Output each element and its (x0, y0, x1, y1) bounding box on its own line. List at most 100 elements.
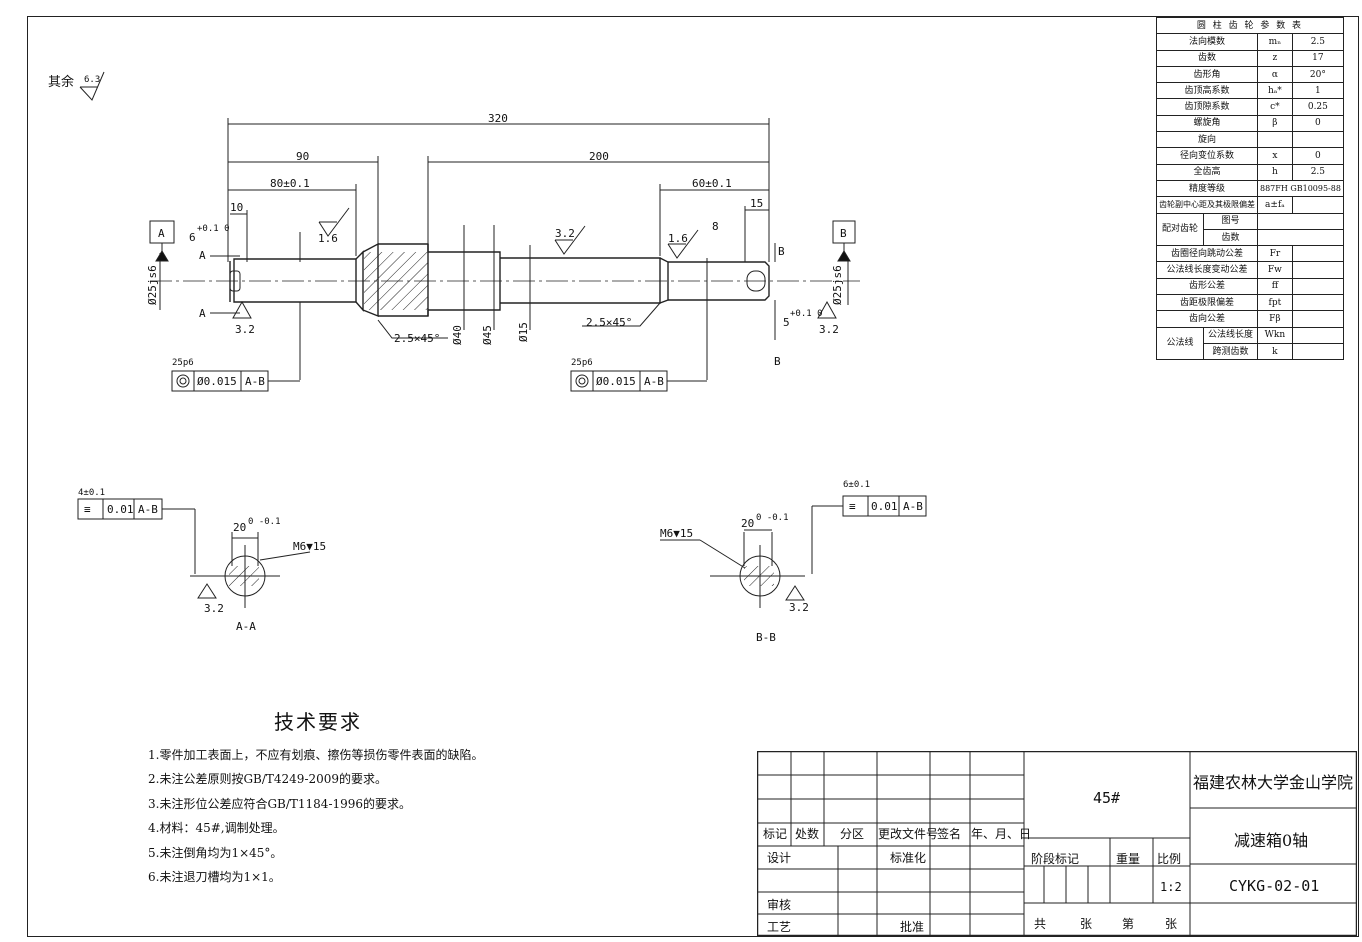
section-mark-b2: B (774, 355, 781, 368)
table-row: 旋向 (1156, 131, 1344, 149)
section-aa-tol: 0 -0.1 (248, 517, 281, 527)
rough-32l: 3.2 (235, 323, 255, 336)
header-count: 处数 (795, 827, 820, 841)
section-aa-thread: M6▼15 (293, 540, 326, 553)
section-b-b (660, 495, 927, 608)
drawing-frame (27, 16, 1359, 937)
dim-dia-left: Ø25js6 (146, 265, 159, 305)
dim-d45: Ø45 (481, 325, 494, 345)
table-row: 配对齿轮图号 (1156, 212, 1344, 247)
datum-a-label: A (158, 227, 165, 240)
section-bb-thread: M6▼15 (660, 527, 693, 540)
dim-key-depth-right-tol: +0.1 0 (790, 309, 823, 319)
section-a-a (77, 498, 311, 608)
design-label: 设计 (767, 851, 792, 865)
dim-key-left: 10 (230, 201, 243, 214)
frame-1-pre: 25p6 (172, 358, 194, 368)
roughness-note-value: 6.3 (84, 75, 100, 85)
dim-left-seg: 90 (296, 150, 309, 163)
frame-4-value: 0.01 (871, 500, 898, 513)
section-aa-rough: 3.2 (204, 602, 224, 615)
check-label: 审核 (767, 898, 792, 912)
part-name: 减速箱0轴 (1234, 831, 1309, 850)
frame-4-datum: A-B (903, 500, 923, 513)
frame-3-pre: 4±0.1 (78, 488, 105, 498)
section-mark-b1: B (778, 245, 785, 258)
approve-label: 批准 (900, 920, 925, 934)
scale-value: 1:2 (1160, 880, 1182, 894)
dim-key-depth-left: 6 (189, 231, 196, 244)
frame-3-value: 0.01 (107, 503, 134, 516)
list-item: 2.未注公差原则按GB/T4249-2009的要求。 (148, 772, 388, 786)
dim-right-seg: 200 (589, 150, 609, 163)
frame-1-value: Ø0.015 (197, 375, 237, 388)
header-date: 年、月、日 (971, 827, 1032, 841)
section-aa-name: A-A (236, 620, 256, 633)
dim-overall: 320 (488, 112, 508, 125)
keyway-right (746, 270, 766, 292)
dim-left-tol: 80±0.1 (270, 177, 310, 190)
datum-b-label: B (840, 227, 847, 240)
section-mark-a2: A (199, 307, 206, 320)
frame-4-symbol: ≡ (849, 500, 856, 513)
section-aa-width: 20 (233, 521, 246, 534)
dim-key-depth-right: 5 (783, 316, 790, 329)
keyway-left (229, 270, 241, 292)
dim-key-right: 15 (750, 197, 763, 210)
shaft-body (229, 242, 770, 318)
section-bb-name: B-B (756, 631, 776, 644)
title-block: 标记 处数 分区 更改文件号 签名 年、月、日 设计 标准化 审核 工艺 批准 … (757, 751, 1357, 936)
std-label: 标准化 (890, 851, 927, 865)
frame-3-datum: A-B (138, 503, 158, 516)
list-item: 6.未注退刀槽均为1×1。 (148, 870, 281, 884)
list-item: 4.材料：45#,调制处理。 (148, 821, 285, 835)
notes-heading: 技术要求 (274, 710, 362, 734)
list-item: 3.未注形位公差应符合GB/T1184-1996的要求。 (148, 796, 412, 811)
frame-4-pre: 6±0.1 (843, 480, 870, 490)
roughness-note-symbol (79, 71, 105, 101)
frame-2-datum: A-B (644, 375, 664, 388)
weight-label: 重量 (1116, 852, 1141, 866)
rough-32r: 3.2 (819, 323, 839, 336)
dim-r8: 8 (712, 220, 719, 233)
list-item: 5.未注倒角均为1×45°。 (148, 845, 283, 860)
dim-chamfer-1: 2.5×45° (394, 332, 440, 345)
part-code: CYKG-02-01 (1229, 877, 1320, 895)
material-value: 45# (1093, 789, 1121, 807)
dim-dia-right: Ø25js6 (831, 265, 844, 305)
sheets-label: 张 (1080, 917, 1093, 931)
craft-label: 工艺 (767, 920, 792, 934)
technical-notes: 技术要求 1.零件加工表面上，不应有划痕、擦伤等损伤零件表面的缺陷。 2.未注公… (148, 710, 483, 890)
list-item: 1.零件加工表面上，不应有划痕、擦伤等损伤零件表面的缺陷。 (148, 747, 484, 762)
section-bb-width: 20 (741, 517, 754, 530)
section-bb-tol: 0 -0.1 (756, 513, 789, 523)
frame-2-pre: 25p6 (571, 358, 593, 368)
total-label: 共 (1034, 917, 1047, 931)
dim-chamfer-2: 2.5×45° (586, 316, 632, 329)
section-mark-a1: A (199, 249, 206, 262)
ratio-label: 比例 (1157, 852, 1182, 866)
roughness-note-label: 其余 (48, 74, 74, 90)
dim-key-depth-left-tol: +0.1 0 (197, 224, 230, 234)
header-zone: 分区 (840, 827, 865, 841)
title-block-grid (757, 751, 1357, 936)
dim-right-tol: 60±0.1 (692, 177, 732, 190)
header-mark: 标记 (763, 827, 788, 841)
dim-d15: Ø15 (517, 322, 530, 342)
frame-3-symbol: ≡ (84, 503, 91, 516)
